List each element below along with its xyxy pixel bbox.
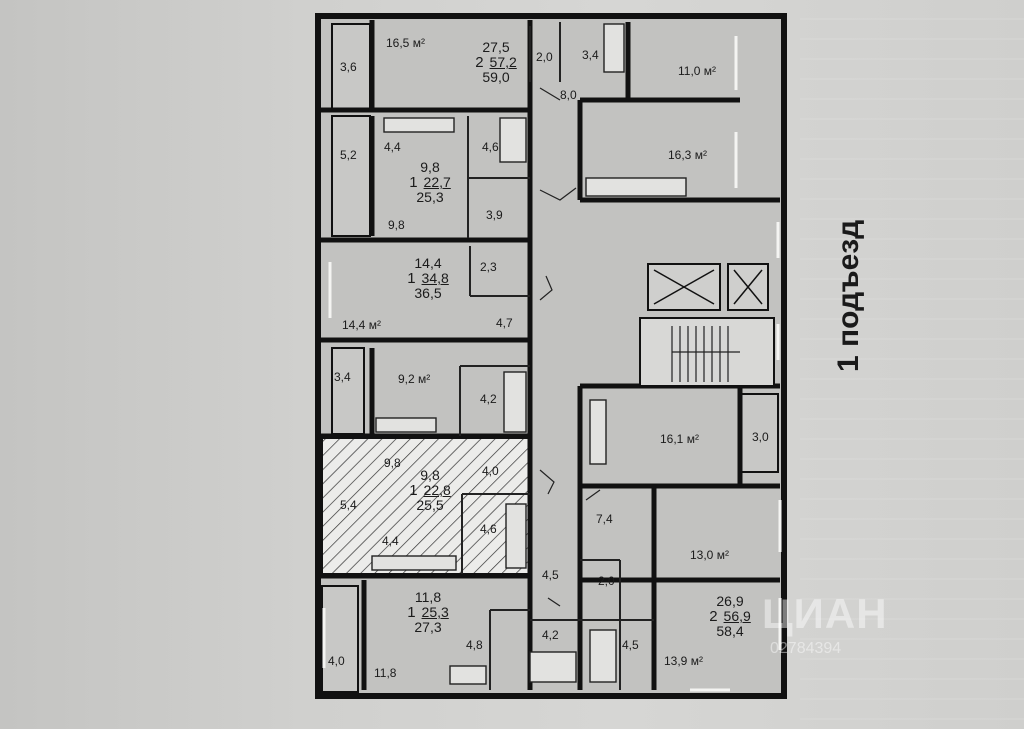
partitions [459,22,654,690]
room-area: 4,4 [382,534,399,548]
room-area: 4,7 [496,316,513,330]
apartment-rooms: 1 [407,269,416,287]
stair-treads [671,326,740,382]
room-area: 2,0 [536,50,553,64]
apartment-living: 25,3 [421,604,449,621]
room-area: 4,0 [328,654,345,668]
room-area: 4,0 [482,464,499,478]
apartment-area: 14,4 [414,255,442,271]
apartment-total: 25,5 [416,497,444,514]
room-area: 4,4 [384,140,401,154]
apartment-total: 27,3 [414,619,442,636]
room-area: 2,3 [480,260,497,274]
windows [322,36,782,692]
apartment-total: 59,0 [482,69,510,86]
apartment-rooms: 2 [475,53,484,71]
apartment-rooms: 2 [709,607,718,625]
room-area: 8,0 [560,88,577,102]
room-area: 16,1 м² [660,432,699,446]
room-area: 7,4 [596,512,613,526]
entrance-label: 1 подъезд [832,219,865,372]
apartment-label-4: 9,8 1 22,8 25,5 [400,468,460,513]
apartment-living: 22,7 [423,174,451,191]
room-area: 16,3 м² [668,148,707,162]
room-area: 3,9 [486,208,503,222]
apartment-area: 11,8 [414,589,442,605]
room-area: 9,2 м² [398,372,431,386]
room-area: 2,0 [598,574,615,588]
walls [318,20,780,690]
apartment-label-3: 14,4 1 34,8 36,5 [398,256,458,301]
room-area: 16,5 м² [386,36,425,50]
room-area: 4,8 [466,638,483,652]
room-area: 14,4 м² [342,318,381,332]
room-area: 9,8 [388,218,405,232]
printed-text-background [800,0,1024,729]
room-area: 13,9 м² [664,654,703,668]
room-area: 3,0 [752,430,769,444]
apartment-area: 26,9 [716,593,744,609]
room-area: 4,6 [482,140,499,154]
watermark-code: 02784394 [770,640,842,657]
apartment-rooms: 1 [409,173,418,191]
room-area: 4,6 [480,522,497,536]
room-area: 4,5 [542,568,559,582]
apartment-total: 58,4 [716,623,744,640]
room-area: 4,2 [480,392,497,406]
apartment-living: 56,9 [723,608,751,625]
room-area: 5,4 [340,498,357,512]
balconies [321,23,779,693]
room-area: 4,2 [542,628,559,642]
apartment-label-5: 11,8 1 25,3 27,3 [398,590,458,635]
lift-crosses [653,269,763,305]
fixtures [371,23,687,685]
room-area: 3,4 [582,48,599,62]
apartment-label-6: 26,9 2 56,9 58,4 [700,594,760,639]
room-area: 3,4 [334,370,351,384]
door-swings [539,87,601,607]
room-area: 4,5 [622,638,639,652]
apartment-label-2: 9,8 1 22,7 25,3 [400,160,460,205]
watermark-logo: ЦИАН [762,590,888,637]
apartment-label-top: 27,5 2 57,2 59,0 [466,40,526,85]
apartment-rooms: 1 [407,603,416,621]
apartment-living: 34,8 [421,270,449,287]
room-area: 3,6 [340,60,357,74]
room-area: 9,8 [384,456,401,470]
apartment-total: 36,5 [414,285,442,302]
room-area: 5,2 [340,148,357,162]
stair-lift-core [639,263,775,387]
apartment-rooms: 1 [409,481,418,499]
apartment-area: 27,5 [482,39,510,55]
room-area: 11,8 [374,666,397,680]
apartment-living: 22,8 [423,482,451,499]
apartment-living: 57,2 [489,54,517,71]
apartment-area: 9,8 [420,467,440,483]
apartment-total: 25,3 [416,189,444,206]
room-area: 11,0 м² [678,64,717,78]
room-area: 13,0 м² [690,548,729,562]
apartment-area: 9,8 [420,159,440,175]
